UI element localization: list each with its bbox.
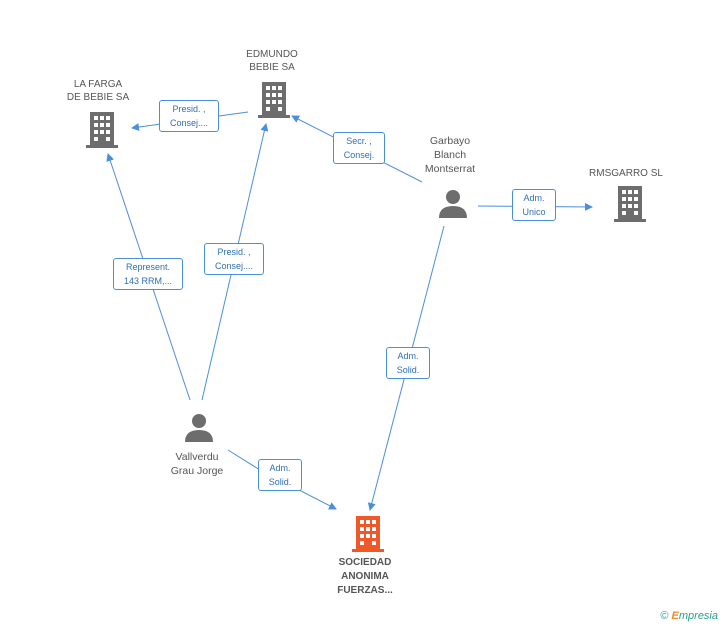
person-icon[interactable] bbox=[184, 412, 214, 442]
building-icon[interactable] bbox=[352, 516, 384, 552]
building-icon[interactable] bbox=[86, 112, 118, 148]
building-icon[interactable] bbox=[258, 82, 290, 118]
person-icon[interactable] bbox=[438, 188, 468, 218]
copyright-symbol: © bbox=[660, 610, 669, 622]
edge-label-garbayo-edmundo[interactable]: Secr. , Consej. bbox=[333, 132, 385, 164]
brand-initial: E bbox=[671, 610, 679, 622]
edge-label-vallverdu-sociedad[interactable]: Adm. Solid. bbox=[258, 459, 302, 491]
edge-label-garbayo-rmsgarro[interactable]: Adm. Unico bbox=[512, 189, 556, 221]
edge-label-vallverdu-lafarga[interactable]: Represent. 143 RRM,... bbox=[113, 258, 183, 290]
node-label-rmsgarro: RMSGARRO SL bbox=[589, 168, 663, 179]
node-label-garbayo: Garbayo Blanch Montserrat bbox=[424, 135, 476, 175]
node-label-edmundo: EDMUNDO BEBIE SA bbox=[246, 49, 298, 73]
node-label-la-farga: LA FARGA DE BEBIE SA bbox=[66, 79, 130, 103]
brand-name: mpresia bbox=[678, 610, 718, 622]
node-label-sociedad: SOCIEDAD ANONIMA FUERZAS... bbox=[337, 557, 393, 596]
edge-label-garbayo-sociedad[interactable]: Adm. Solid. bbox=[386, 347, 430, 379]
building-icon[interactable] bbox=[614, 186, 646, 222]
edge-label-vallverdu-edmundo[interactable]: Presid. , Consej.... bbox=[204, 243, 264, 275]
edge-label-edmundo-lafarga[interactable]: Presid. , Consej.... bbox=[159, 100, 219, 132]
node-label-vallverdu: Vallverdu Grau Jorge bbox=[170, 451, 224, 477]
footer-brand: © Empresia bbox=[660, 610, 718, 622]
